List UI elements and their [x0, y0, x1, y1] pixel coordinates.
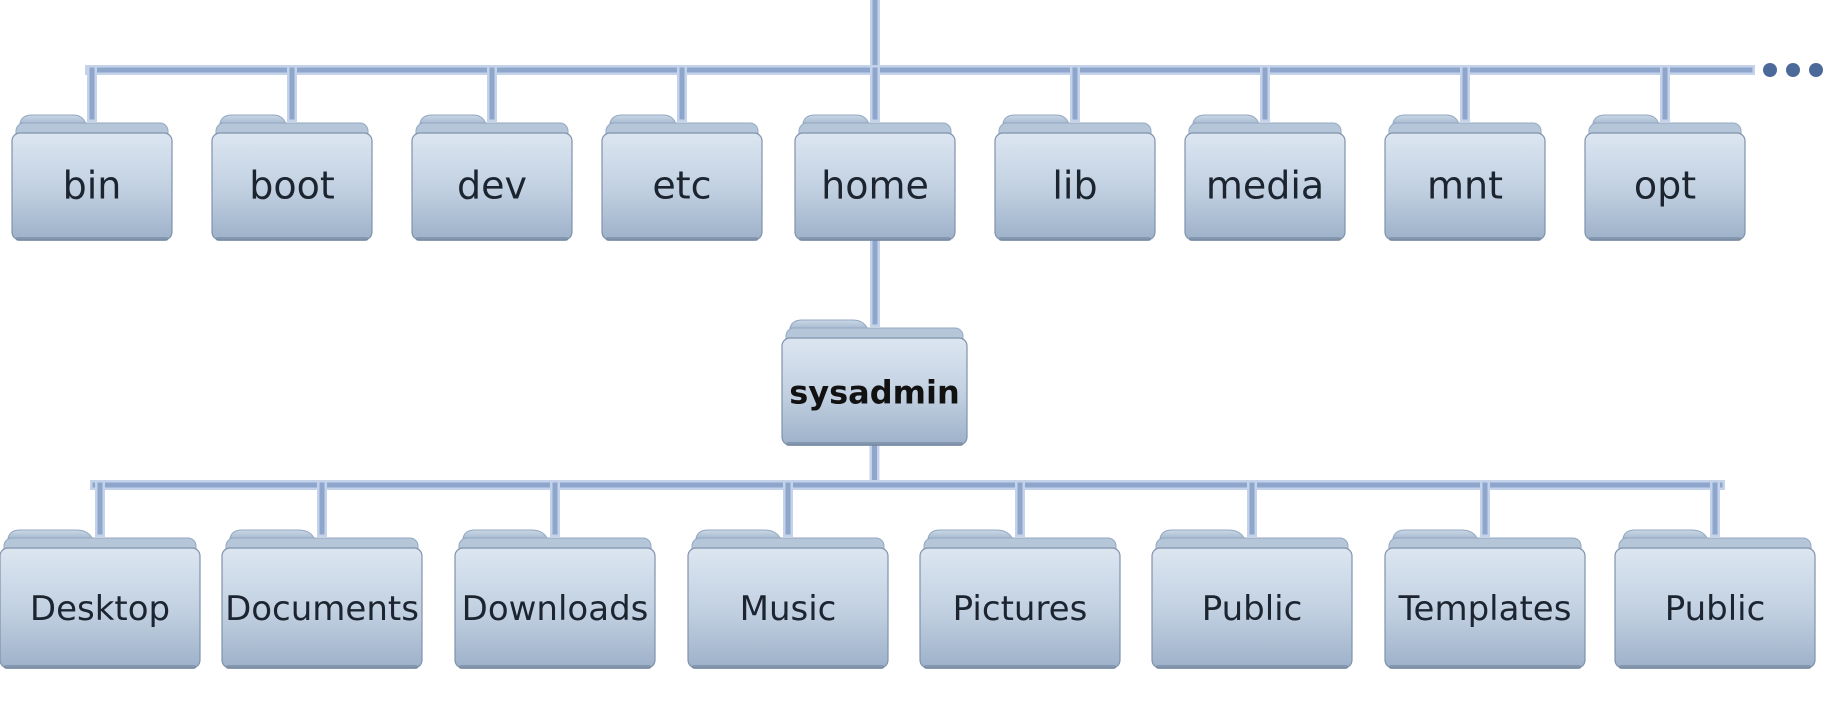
- folder-public-2[interactable]: Public: [1614, 529, 1816, 669]
- folder-icon: [221, 529, 423, 669]
- folder-documents[interactable]: Documents: [221, 529, 423, 669]
- folder-label: Public: [1665, 589, 1766, 629]
- top-level-folders: bin boot dev etc home lib media mnt opt: [11, 114, 1746, 241]
- folder-etc[interactable]: etc: [601, 114, 763, 241]
- folder-label: Downloads: [462, 589, 649, 629]
- folder-icon: [1384, 114, 1546, 241]
- folder-label: Desktop: [30, 589, 170, 629]
- folder-label: Pictures: [953, 589, 1088, 629]
- folder-label: dev: [457, 164, 527, 208]
- folder-label: etc: [652, 164, 711, 208]
- folder-media[interactable]: media: [1184, 114, 1346, 241]
- folder-downloads[interactable]: Downloads: [454, 529, 656, 669]
- folder-label: boot: [249, 164, 335, 208]
- folder-opt[interactable]: opt: [1584, 114, 1746, 241]
- home-subfolders: sysadmin: [781, 319, 968, 446]
- folder-music[interactable]: Music: [687, 529, 889, 669]
- folder-icon: [994, 114, 1156, 241]
- tree-connectors: [85, 0, 1755, 537]
- folder-icon: [211, 114, 373, 241]
- folder-icon: [601, 114, 763, 241]
- folder-icon: [687, 529, 889, 669]
- ellipsis-icon: [1763, 63, 1823, 77]
- folder-lib[interactable]: lib: [994, 114, 1156, 241]
- folder-templates[interactable]: Templates: [1384, 529, 1586, 669]
- folder-label: opt: [1634, 164, 1696, 208]
- folder-desktop[interactable]: Desktop: [0, 529, 201, 669]
- folder-pictures[interactable]: Pictures: [919, 529, 1121, 669]
- folder-label: home: [821, 164, 929, 208]
- folder-icon: [0, 529, 201, 669]
- folder-icon: [1384, 529, 1586, 669]
- folder-label: media: [1206, 164, 1324, 208]
- folder-label: Music: [740, 589, 837, 629]
- sysadmin-subfolders: Desktop Documents Downloads Music Pictures Pu…: [0, 529, 1816, 669]
- folder-label: Templates: [1398, 589, 1572, 629]
- folder-public-1[interactable]: Public: [1151, 529, 1353, 669]
- folder-label: lib: [1052, 164, 1097, 208]
- folder-icon: [1584, 114, 1746, 241]
- folder-label: mnt: [1427, 164, 1503, 208]
- folder-mnt[interactable]: mnt: [1384, 114, 1546, 241]
- folder-icon: [1151, 529, 1353, 669]
- folder-label: bin: [63, 164, 122, 208]
- folder-bin[interactable]: bin: [11, 114, 173, 241]
- folder-icon: [781, 319, 968, 446]
- folder-sysadmin[interactable]: sysadmin: [781, 319, 968, 446]
- folder-icon: [11, 114, 173, 241]
- folder-label: sysadmin: [789, 374, 960, 412]
- folder-icon: [1184, 114, 1346, 241]
- folder-icon: [919, 529, 1121, 669]
- folder-label: Public: [1202, 589, 1303, 629]
- folder-dev[interactable]: dev: [411, 114, 573, 241]
- folder-icon: [411, 114, 573, 241]
- folder-home[interactable]: home: [794, 114, 956, 241]
- folder-icon: [454, 529, 656, 669]
- folder-icon: [1614, 529, 1816, 669]
- folder-label: Documents: [225, 589, 419, 629]
- folder-icon: [794, 114, 956, 241]
- folder-boot[interactable]: boot: [211, 114, 373, 241]
